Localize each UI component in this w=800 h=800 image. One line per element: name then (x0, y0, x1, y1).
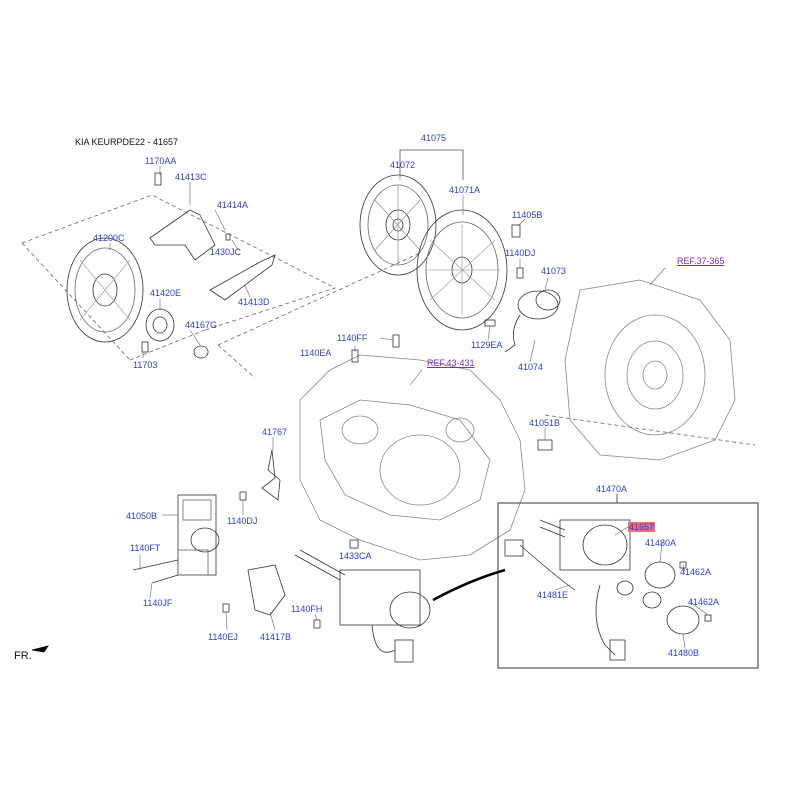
transmission-case-drawing (299, 354, 526, 561)
part-label-1140JF[interactable]: 1140JF (143, 598, 173, 608)
fr-arrow (31, 645, 49, 653)
part-label-41050B[interactable]: 41050B (126, 511, 158, 521)
part-label-41074[interactable]: 41074 (518, 362, 544, 372)
part-label-41657-highlighted[interactable]: 41657 (628, 522, 656, 532)
part-label-1140FT[interactable]: 1140FT (130, 543, 161, 553)
part-label-1433CA[interactable]: 1433CA (339, 551, 372, 561)
part-label-1140FF[interactable]: 1140FF (337, 333, 368, 343)
part-label-41481E[interactable]: 41481E (537, 590, 569, 600)
part-label-1140EA[interactable]: 1140EA (300, 348, 332, 358)
bell-housing-drawing (564, 279, 736, 461)
part-label-41480A[interactable]: 41480A (645, 538, 677, 548)
part-label-1129EA[interactable]: 1129EA (471, 340, 503, 350)
part-label-44167G[interactable]: 44167G (185, 320, 218, 330)
assembly-41470A-drawing (504, 519, 712, 661)
part-label-11405B[interactable]: 11405B (512, 210, 543, 220)
front-direction-label: FR. (14, 650, 32, 662)
ref-link-housing[interactable]: REF.37-365 (677, 256, 725, 266)
part-label-1140DJ[interactable]: 1140DJ (227, 516, 258, 526)
assembly-boundary-center (217, 252, 421, 346)
part-label-41072[interactable]: 41072 (390, 160, 416, 170)
part-label-41071A[interactable]: 41071A (449, 185, 481, 195)
part-label-41075[interactable]: 41075 (421, 133, 447, 143)
part-label-41417B[interactable]: 41417B (260, 632, 292, 642)
part-label-1170AA[interactable]: 1170AA (145, 156, 177, 166)
part-label-1140EJ[interactable]: 1140EJ (208, 632, 238, 642)
fork-41413C-drawing (149, 209, 216, 261)
part-label-41462A-lower[interactable]: 41462A (688, 597, 720, 607)
part-label-41051B[interactable]: 41051B (529, 418, 561, 428)
part-label-1140FH[interactable]: 1140FH (291, 604, 323, 614)
part-label-41462A-upper[interactable]: 41462A (680, 567, 712, 577)
cover-41417B-drawing (247, 564, 286, 616)
ref-link-engine[interactable]: REF.43-431 (427, 358, 475, 368)
harness-assembly-drawing (294, 549, 431, 663)
part-label-41413C[interactable]: 41413C (175, 172, 207, 182)
assembly-boundary-left (21, 194, 337, 331)
part-label-41470A[interactable]: 41470A (596, 484, 628, 494)
part-label-1140DJ-top[interactable]: 1140DJ (505, 248, 536, 258)
actuator-41050B-drawing (177, 494, 220, 576)
part-label-41200C[interactable]: 41200C (93, 233, 125, 243)
fork-41413D-drawing (209, 254, 276, 301)
part-label-1430JC[interactable]: 1430JC (210, 247, 242, 257)
part-label-41413D[interactable]: 41413D (238, 297, 270, 307)
bracket-41767-drawing (261, 449, 281, 501)
part-label-41073[interactable]: 41073 (541, 266, 567, 276)
release-bearing-drawing (504, 289, 561, 353)
part-label-41414A[interactable]: 41414A (217, 200, 249, 210)
part-label-41767[interactable]: 41767 (262, 427, 288, 437)
part-label-41480B[interactable]: 41480B (668, 648, 700, 658)
bracket-41075 (399, 149, 464, 180)
assembly-box-41470A (497, 502, 759, 669)
part-label-11703[interactable]: 11703 (133, 360, 158, 370)
diagram-title: KIA KEURPDE22 - 41657 (75, 137, 179, 147)
clutch-cover-drawing (66, 237, 144, 343)
leader-lines (109, 166, 709, 649)
part-label-41420E[interactable]: 41420E (150, 288, 182, 298)
pressure-plate-drawing (416, 209, 508, 331)
clutch-disc-drawing (359, 174, 437, 276)
